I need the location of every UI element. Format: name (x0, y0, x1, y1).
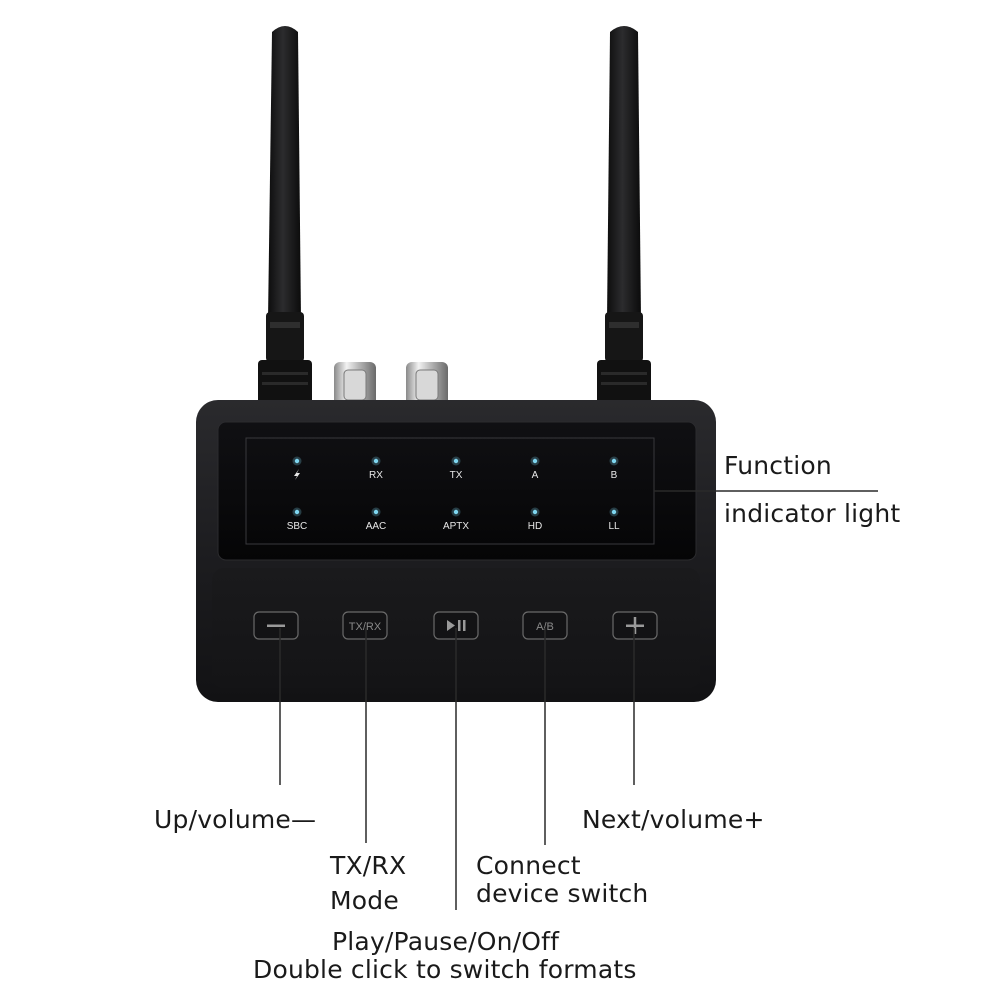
indicator-label: RX (369, 470, 383, 481)
led-dot (453, 509, 459, 515)
indicator-label: APTX (443, 521, 469, 532)
plus-button[interactable] (612, 611, 658, 640)
pause-bar-right (463, 620, 466, 631)
indicator-label: A (532, 470, 539, 481)
indicator-label: B (611, 470, 618, 481)
led-dot (373, 509, 379, 515)
lightning-icon (294, 469, 300, 480)
led-dot (294, 509, 300, 515)
indicator-label: LL (608, 521, 620, 532)
led-dot (453, 458, 459, 464)
label-play-pause: Play/Pause/On/Off (332, 927, 560, 956)
play-button[interactable] (433, 611, 479, 640)
label-connect: Connect (476, 851, 581, 880)
txrx-button-outline[interactable] (342, 611, 388, 640)
plus-icon-vertical (633, 617, 637, 634)
indicator-label: HD (528, 521, 542, 532)
callout-lines (279, 490, 878, 910)
led-dot (373, 458, 379, 464)
label-mode: Mode (330, 886, 399, 915)
led-dot (532, 509, 538, 515)
antenna-left (258, 26, 312, 404)
label-next-volume: Next/volume+ (582, 805, 765, 834)
indicator-label: SBC (287, 521, 308, 532)
pause-bar-left (458, 620, 461, 631)
label-device-switch: device switch (476, 879, 649, 908)
play-pause-icon (447, 620, 455, 631)
rca-connector-right (406, 362, 448, 406)
txrx-button[interactable]: TX/RX (342, 611, 388, 640)
minus-button[interactable] (253, 611, 299, 640)
indicator-panel (217, 421, 697, 561)
buttons: TX/RX A/B (253, 611, 658, 640)
antenna-right (597, 26, 651, 404)
indicator-label: TX (450, 470, 463, 481)
label-indicator-light: indicator light (724, 499, 901, 528)
label-function: Function (724, 451, 832, 480)
indicator-label: AAC (366, 521, 387, 532)
txrx-button-label: TX/RX (349, 621, 382, 633)
ab-button-label: A/B (536, 621, 554, 633)
minus-icon (267, 624, 285, 627)
label-txrx: TX/RX (330, 851, 407, 880)
label-double-click: Double click to switch formats (253, 955, 637, 984)
led-dot (532, 458, 538, 464)
label-up-volume: Up/volume— (154, 805, 317, 834)
led-dot (294, 458, 300, 464)
led-dot (611, 458, 617, 464)
led-dot (611, 509, 617, 515)
indicator-leds: RX TX A B SBC AAC APTX HD LL (287, 456, 620, 532)
rca-connector-left (334, 362, 376, 406)
ab-button[interactable]: A/B (522, 611, 568, 640)
